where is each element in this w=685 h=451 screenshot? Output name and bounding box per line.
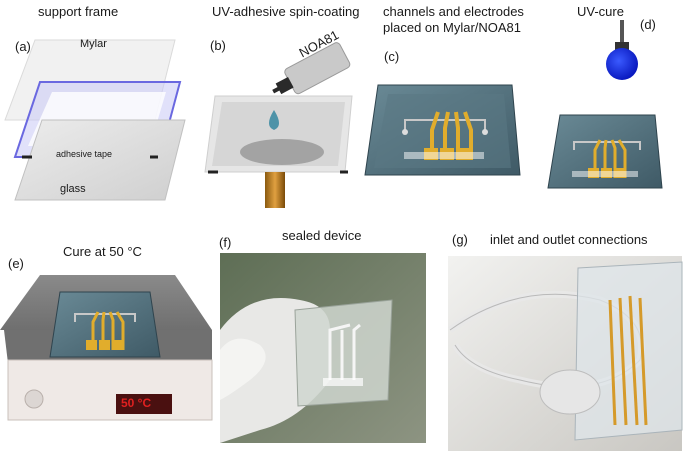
panel-g-photo: [447, 256, 683, 451]
connector-blob: [539, 369, 601, 415]
panel-c-letter: (c): [384, 49, 400, 64]
mylar-label: Mylar: [80, 38, 107, 50]
glass-slide: [14, 119, 186, 201]
uv-lamp-bulb: [606, 48, 638, 80]
panel-c-illustration: [364, 84, 521, 176]
panel-g-letter: (g): [452, 232, 468, 247]
panel-b-illustration: [204, 42, 353, 208]
hotplate-temp-readout: 50 °C: [121, 396, 152, 410]
panel-c-title-line1: channels and electrodes: [383, 4, 524, 19]
droplet: [269, 110, 279, 130]
glass-device-g: [574, 261, 683, 441]
panel-a-letter: (a): [15, 39, 31, 54]
adhesive-puddle: [240, 139, 324, 165]
panel-a-title: support frame: [38, 4, 119, 19]
panel-c-title-line2: placed on Mylar/NOA81: [383, 20, 522, 35]
panel-a-illustration: [4, 39, 186, 201]
panel-f-photo: [220, 253, 426, 443]
panel-f-title: sealed device: [282, 228, 362, 243]
panel-b-letter: (b): [210, 38, 226, 53]
panel-g-title: inlet and outlet connections: [490, 232, 648, 247]
device-glass-e: [49, 291, 161, 358]
panel-e-illustration: [0, 275, 213, 421]
uv-lamp-stem: [620, 20, 624, 46]
hotplate-display: [116, 394, 172, 414]
adhesive-tape-label: adhesive tape: [56, 149, 113, 159]
panel-f-letter: (f): [219, 235, 232, 250]
panel-d-letter: (d): [640, 17, 656, 32]
panel-e-title: Cure at 50 °C: [63, 244, 142, 259]
panel-e-letter: (e): [8, 256, 24, 271]
glass-label: glass: [60, 183, 86, 195]
hotplate-base: [7, 359, 213, 421]
noa81-bottle: [272, 42, 351, 95]
hotplate-knob: [24, 389, 44, 409]
panel-b-title: UV-adhesive spin-coating: [212, 4, 360, 19]
panel-d-title: UV-cure: [577, 4, 624, 19]
spinner-shaft: [265, 172, 285, 208]
panel-d-illustration: [547, 20, 663, 189]
